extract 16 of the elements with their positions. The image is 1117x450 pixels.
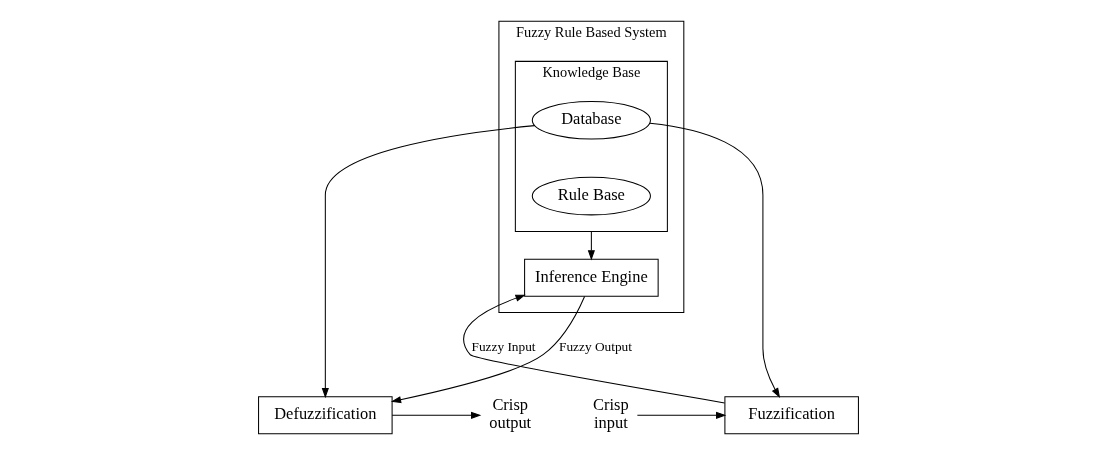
arrow <box>390 295 586 403</box>
node-text: Crisp input <box>593 394 629 432</box>
node-text: Crisp output <box>489 394 532 432</box>
edge-label: Fuzzy Output <box>558 338 632 354</box>
node-box: Defuzzification <box>258 395 393 434</box>
arrow <box>463 294 726 403</box>
node-ellipse: Database <box>531 100 651 140</box>
arrow <box>321 124 536 398</box>
edge-label: Fuzzy Input <box>471 338 536 354</box>
arrow <box>587 230 595 260</box>
arrow <box>649 122 781 398</box>
node-box: Fuzzification <box>724 395 859 434</box>
arrow <box>636 411 727 419</box>
node-ellipse: Rule Base <box>531 176 651 215</box>
arrow <box>391 411 482 419</box>
node-box: Inference Engine <box>524 258 659 297</box>
